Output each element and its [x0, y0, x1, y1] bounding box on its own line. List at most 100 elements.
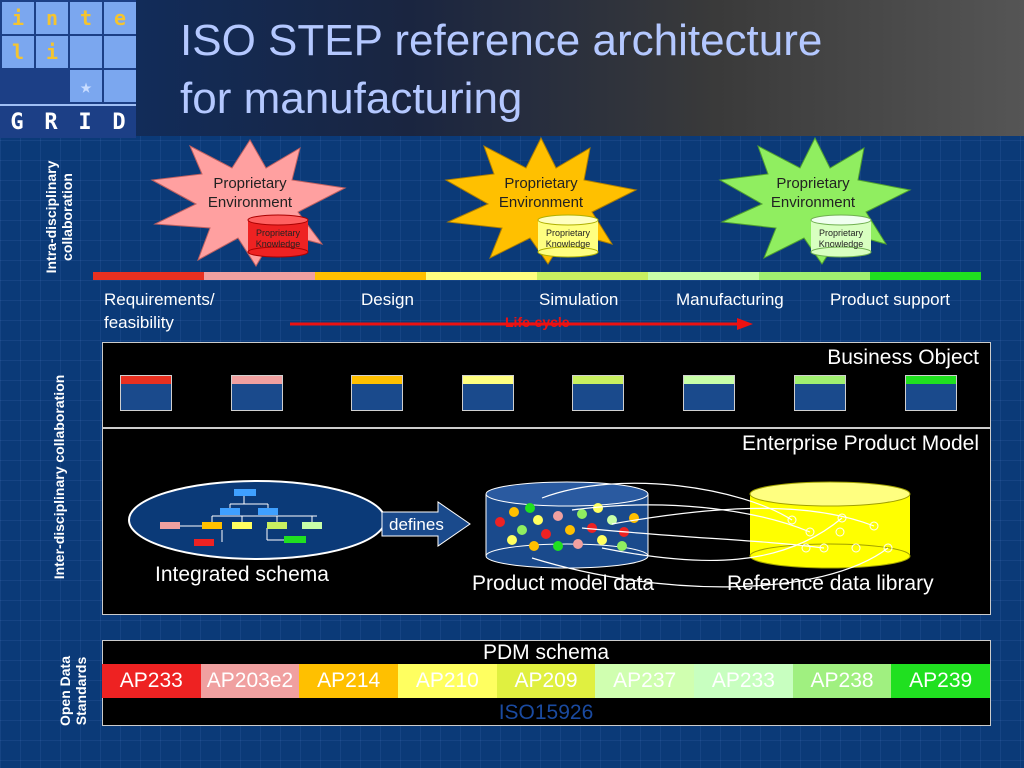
- logo-letter: G: [10, 109, 24, 135]
- logo-cell: [104, 36, 136, 68]
- logo-cell: [36, 70, 68, 102]
- lifecycle-segment: [315, 272, 426, 280]
- text-line: Environment: [498, 194, 584, 211]
- header-band: [0, 0, 1024, 136]
- text-line: Proprietary: [213, 175, 287, 192]
- business-object-header: [684, 376, 734, 384]
- logo-letter: R: [44, 109, 58, 135]
- business-object-header: [232, 376, 282, 384]
- logo-cell: e: [104, 2, 136, 34]
- business-object-header: [573, 376, 623, 384]
- business-object-box: [120, 375, 172, 411]
- enterprise-diagram: [128, 480, 911, 588]
- business-object-header: [906, 376, 956, 384]
- phase-product-support: Product support: [830, 290, 951, 309]
- business-object-header: [463, 376, 513, 384]
- logo-cell: [70, 36, 102, 68]
- product-model-data-caption: Product model data: [472, 572, 655, 595]
- lifecycle-segment: [759, 272, 870, 280]
- reference-dots: [787, 513, 893, 553]
- logo-letter: D: [112, 109, 126, 135]
- pdm-schema-label: PDM schema: [482, 641, 610, 664]
- ap-cell: AP233: [694, 664, 793, 698]
- title-line-1: ISO STEP reference architecture: [180, 16, 823, 65]
- iso15926-label: ISO15926: [498, 701, 594, 724]
- defines-arrow: [381, 501, 471, 547]
- business-object-header: [795, 376, 845, 384]
- lifecycle-segment: [870, 272, 981, 280]
- phase-requirements: Requirements/ feasibility: [104, 288, 215, 334]
- inter-disciplinary-label: Inter-disciplinary collaboration: [51, 374, 67, 580]
- business-object-box: [231, 375, 283, 411]
- ap-cell: AP237: [595, 664, 695, 698]
- star-icon: ★: [70, 70, 102, 102]
- phase-simulation: Simulation: [539, 290, 619, 309]
- ap-cell: AP214: [299, 664, 399, 698]
- side-label-line: Standards: [73, 656, 89, 726]
- business-object-box: [794, 375, 846, 411]
- mapping-lines: [531, 482, 889, 588]
- lifecycle-segment: [93, 272, 204, 280]
- product-model-data-cylinder: [485, 481, 649, 569]
- logo-letter: I: [78, 109, 92, 135]
- logo-cell: l: [2, 36, 34, 68]
- schema-nodes: [160, 489, 322, 546]
- data-dots: [495, 503, 639, 551]
- title-line-2: for manufacturing: [180, 74, 523, 123]
- environment-label-3: Proprietary Environment: [758, 174, 868, 212]
- logo-cell: t: [70, 2, 102, 34]
- proprietary-knowledge-cylinder-2: [537, 214, 599, 258]
- business-object-title: Business Object: [827, 346, 979, 369]
- phase-design: Design: [361, 290, 414, 309]
- text-line: Proprietary: [255, 228, 300, 238]
- business-object-box: [572, 375, 624, 411]
- text-line: Proprietary: [504, 175, 578, 192]
- ap-cell: AP233: [102, 664, 201, 698]
- lifecycle-arrow: [290, 318, 753, 330]
- reference-data-library-cylinder: [749, 481, 911, 569]
- logo-cell: i: [36, 36, 68, 68]
- lifecycle-label: Life-cycle: [505, 314, 570, 330]
- text-line: Proprietary: [818, 228, 863, 238]
- open-data-standards-label: Open Data Standards: [57, 641, 91, 741]
- text-line: Proprietary: [545, 228, 590, 238]
- ap-cell: AP209: [496, 664, 596, 698]
- knowledge-label-3: Proprietary Knowledge: [811, 228, 871, 250]
- environment-label-2: Proprietary Environment: [486, 174, 596, 212]
- text-line: Knowledge: [255, 239, 301, 249]
- business-object-header: [352, 376, 402, 384]
- text-line: Environment: [207, 194, 293, 211]
- ap-cell: AP238: [792, 664, 892, 698]
- text-line: Proprietary: [776, 175, 850, 192]
- knowledge-label-1: Proprietary Knowledge: [248, 228, 308, 250]
- page-title: ISO STEP reference architecture for manu…: [180, 12, 822, 128]
- proprietary-knowledge-cylinder-3: [810, 214, 872, 258]
- ap-cell: AP239: [891, 664, 991, 698]
- logo-grid-text: G R I D: [0, 104, 136, 138]
- logo-cell: [2, 70, 34, 102]
- ap-cell: AP210: [398, 664, 497, 698]
- ap-cell: AP203e2: [200, 664, 300, 698]
- text-line: Knowledge: [545, 239, 591, 249]
- logo-cell: i: [2, 2, 34, 34]
- lifecycle-color-bar: [93, 272, 981, 280]
- environment-stars: [150, 136, 912, 267]
- text-line: Environment: [770, 194, 856, 211]
- side-label-line: Open Data: [57, 656, 73, 727]
- integrated-schema-ellipse: [128, 480, 386, 560]
- defines-label: defines: [389, 515, 444, 534]
- business-object-header: [121, 376, 171, 384]
- proprietary-knowledge-cylinder-1: [247, 214, 309, 258]
- lifecycle-segment: [204, 272, 315, 280]
- phase-manufacturing: Manufacturing: [676, 290, 784, 309]
- logo-cell: [104, 70, 136, 102]
- business-object-box: [462, 375, 514, 411]
- lifecycle-segment: [648, 272, 759, 280]
- text-line: Requirements/: [104, 290, 215, 309]
- integrated-schema-caption: Integrated schema: [155, 563, 329, 586]
- intelligrid-logo: i n t e l i ★ G R I D: [0, 0, 136, 138]
- lifecycle-segment: [426, 272, 537, 280]
- text-line: feasibility: [104, 313, 174, 332]
- knowledge-label-2: Proprietary Knowledge: [538, 228, 598, 250]
